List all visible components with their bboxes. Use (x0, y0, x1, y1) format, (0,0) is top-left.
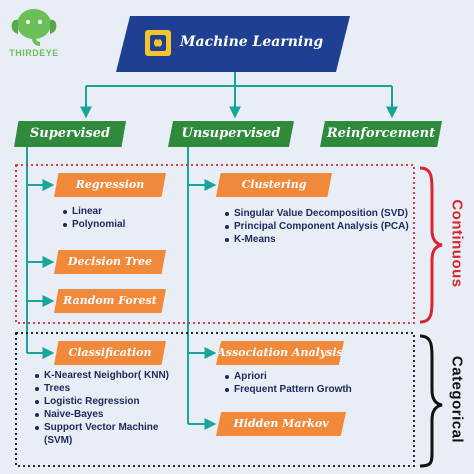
elephant-logo-icon (11, 9, 57, 46)
classification-list: K-Nearest Neighbor( KNN) Trees Logistic … (34, 369, 174, 447)
list-item: Frequent Pattern Growth (224, 383, 414, 396)
list-item: Trees (34, 382, 174, 395)
regression-list: Linear Polynomial (62, 205, 182, 231)
page-title: Machine Learning (180, 34, 324, 50)
category-supervised: Supervised (14, 121, 126, 147)
clustering-list: Singular Value Decomposition (SVD) Princ… (224, 207, 424, 246)
association-analysis-box: Association Analysis (216, 341, 344, 365)
list-item: Linear (62, 205, 182, 218)
brain-chip-icon (145, 30, 171, 56)
continuous-label-wrap: Continuous (444, 165, 470, 325)
category-reinforcement: Reinforcement (320, 121, 442, 147)
continuous-label: Continuous (448, 199, 466, 288)
list-item: Support Vector Machine (SVM) (34, 421, 174, 447)
list-item: Principal Component Analysis (PCA) (224, 220, 424, 233)
list-item: Apriori (224, 370, 414, 383)
regression-box: Regression (54, 173, 166, 197)
decision-tree-box: Decision Tree (54, 250, 166, 274)
thirdeye-logo: THIRDEYE (4, 6, 64, 66)
categorical-label-wrap: Categorical (444, 333, 470, 468)
list-item: K-Means (224, 233, 424, 246)
association-list: Apriori Frequent Pattern Growth (224, 370, 414, 396)
list-item: Polynomial (62, 218, 182, 231)
clustering-box: Clustering (216, 173, 332, 197)
list-item: Logistic Regression (34, 395, 174, 408)
list-item: Singular Value Decomposition (SVD) (224, 207, 424, 220)
classification-box: Classification (54, 341, 166, 365)
category-unsupervised: Unsupervised (168, 121, 294, 147)
logo-text: THIRDEYE (9, 48, 59, 58)
random-forest-box: Random Forest (54, 289, 166, 313)
hidden-markov-model-box: Hidden Markov Model (216, 412, 346, 436)
categorical-label: Categorical (448, 355, 466, 444)
list-item: K-Nearest Neighbor( KNN) (34, 369, 174, 382)
list-item: Naive-Bayes (34, 408, 174, 421)
